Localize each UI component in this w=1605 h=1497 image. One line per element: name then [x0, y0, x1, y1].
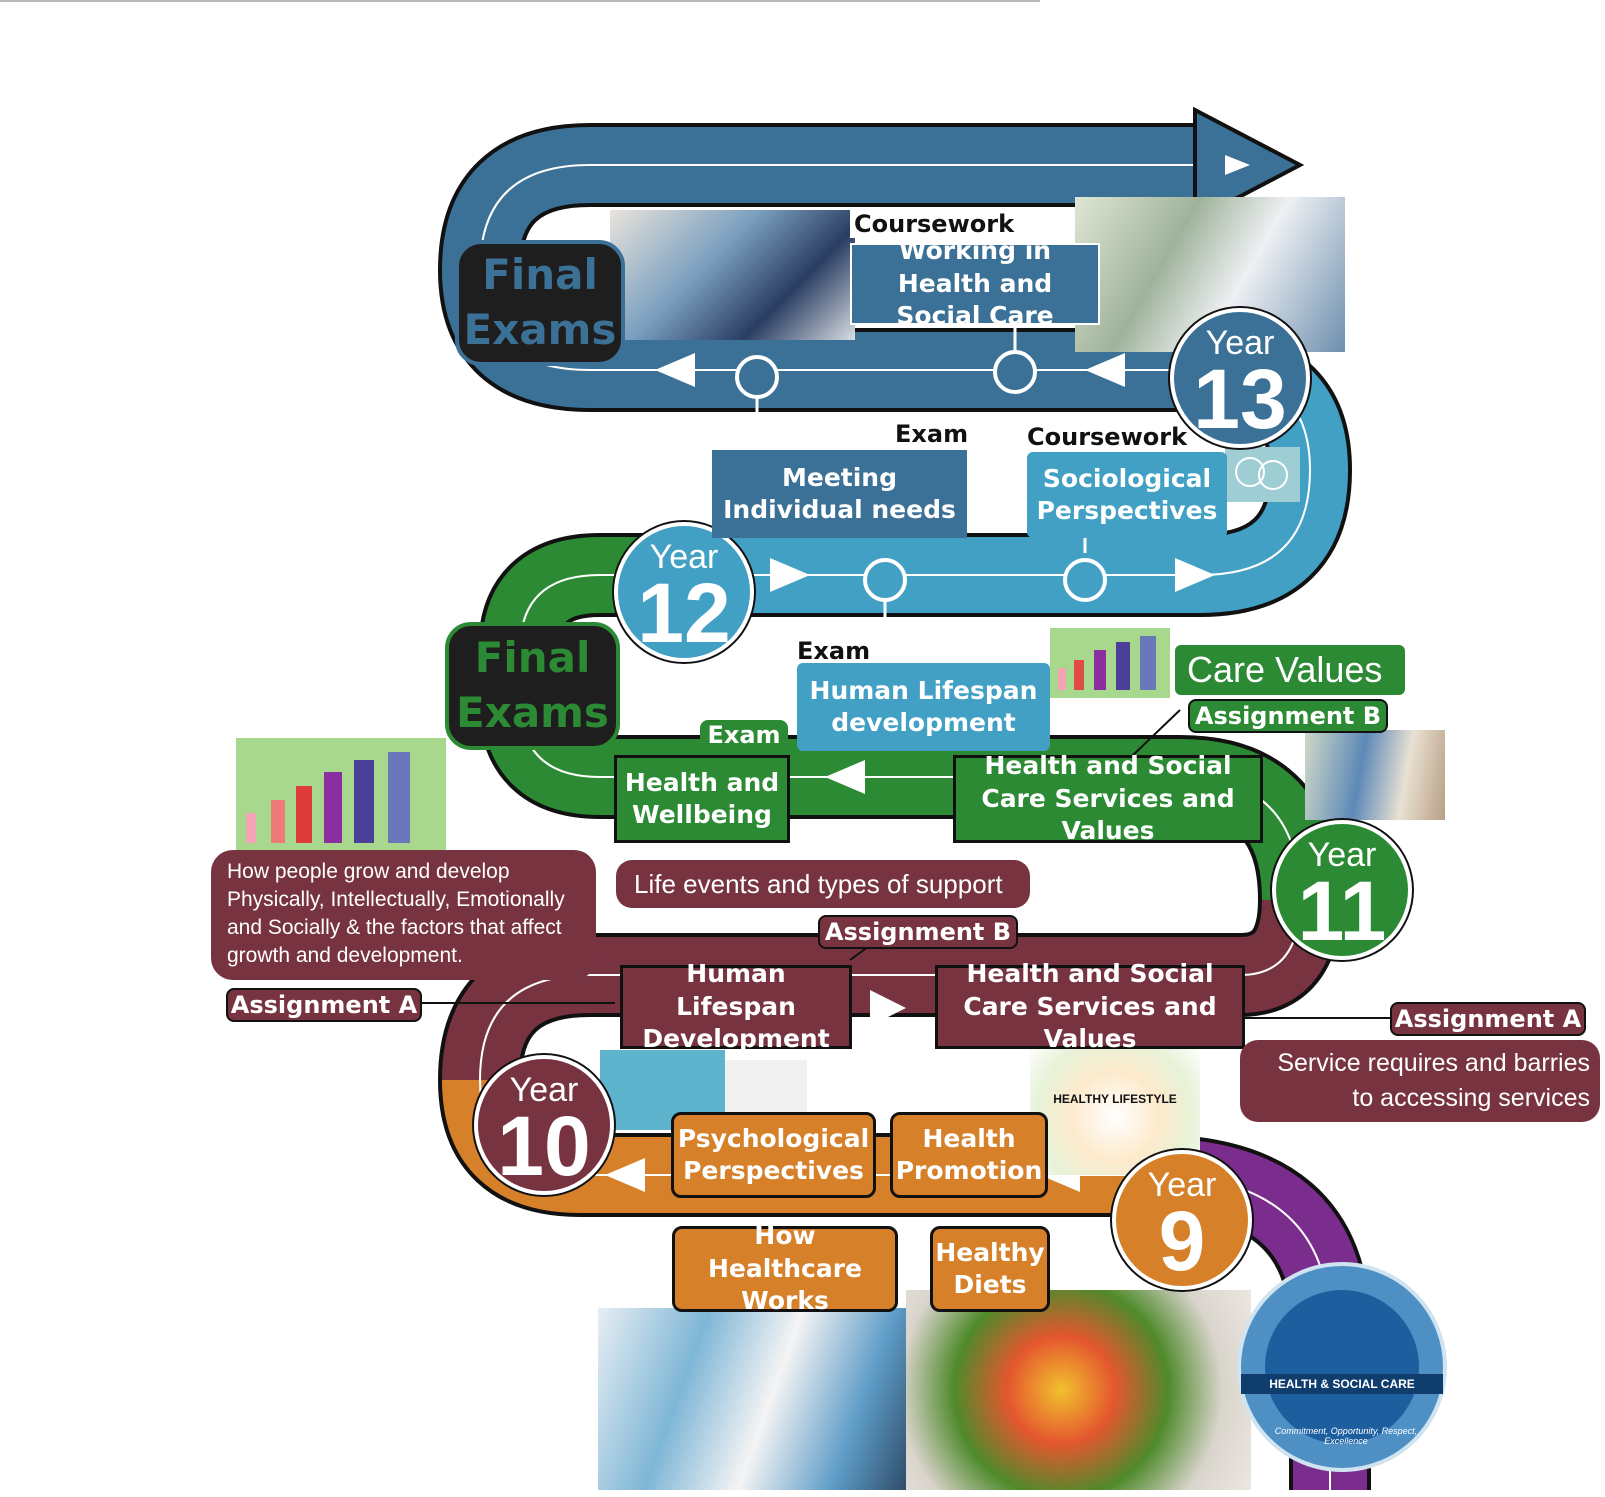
year9-circle: Year 9	[1112, 1150, 1252, 1290]
year9-word: Year	[1147, 1166, 1217, 1204]
life-stages-image-small	[1050, 628, 1170, 698]
arrow-left-11	[825, 760, 865, 794]
healthy-lifestyle-text: HEALTHY LIFESTYLE	[1053, 1092, 1177, 1106]
healthcare-team-photo	[610, 210, 855, 340]
arrow-right-10	[870, 990, 906, 1026]
grow-develop-note: How people grow and develop Physically, …	[211, 850, 596, 980]
health-social-care-logo: HEALTH & SOCIAL CARE Commitment, Opportu…	[1237, 1262, 1447, 1472]
final-exams-mid-line2: Exams	[456, 688, 609, 737]
how-healthcare-works-box: How Healthcare Works	[672, 1221, 898, 1315]
top-rule	[0, 0, 1040, 2]
year13-circle: Year 13	[1170, 308, 1310, 448]
care-values-box: Care Values	[1175, 645, 1405, 695]
milestone-13b	[993, 350, 1037, 394]
sociological-perspectives-box: Sociological Perspectives	[1027, 452, 1227, 538]
milestone-12b	[1063, 558, 1107, 602]
logo-motto: Commitment, Opportunity, Respect, Excell…	[1274, 1426, 1418, 1446]
meeting-individual-needs-box: Meeting Individual needs	[712, 450, 967, 538]
doctors-photo	[598, 1308, 906, 1490]
year13-word: Year	[1205, 324, 1275, 362]
year12-number: 12	[637, 566, 731, 660]
year10-word: Year	[509, 1071, 579, 1109]
assignment-b-11: Assignment B	[1188, 699, 1388, 733]
brain-icon-image	[1225, 447, 1300, 502]
assignment-a-right: Assignment A	[1390, 1002, 1586, 1036]
life-stages-image-large	[236, 738, 446, 853]
exam-label-13: Exam	[895, 420, 969, 448]
year11-number: 11	[1297, 864, 1387, 958]
health-promotion-box: Health Promotion	[890, 1112, 1048, 1198]
year10-circle: Year 10	[474, 1055, 614, 1195]
milestone-12a	[863, 558, 907, 602]
year13-number: 13	[1193, 352, 1287, 446]
healthy-diets-box: Healthy Diets	[930, 1226, 1050, 1312]
hsc-services-values-11-box: Health and Social Care Services and Valu…	[953, 751, 1263, 845]
arrow-left-13a	[1085, 353, 1125, 387]
health-wellbeing-box: Health and Wellbeing	[614, 755, 790, 843]
exam-label-12: Exam	[797, 637, 871, 665]
final-exams-mid-line1: Final	[474, 633, 591, 683]
arrow-left-9b	[605, 1158, 645, 1192]
working-in-hsc-box: Working in Health and Social Care	[850, 236, 1100, 330]
carer-photo	[1305, 730, 1445, 820]
year11-word: Year	[1307, 836, 1377, 874]
life-events-note: Life events and types of support	[616, 860, 1030, 908]
year10-number: 10	[497, 1099, 591, 1193]
final-exams-top-line2: Exams	[463, 305, 617, 354]
year11-circle: Year 11	[1272, 820, 1412, 960]
human-lifespan-12-box: Human Lifespan development	[797, 663, 1050, 751]
exam-tag-11: Exam	[700, 720, 788, 752]
year12-word: Year	[649, 538, 719, 576]
final-exams-top-line1: Final	[482, 250, 598, 300]
arrow-left-13b	[655, 353, 695, 387]
coursework-label-13: Coursework	[1027, 423, 1188, 451]
barriers-note: Service requires and barries to accessin…	[1240, 1040, 1600, 1122]
arrow-right-12b	[1175, 558, 1215, 592]
human-lifespan-10-box: Human Lifespan Development	[620, 959, 852, 1053]
year12-circle: Year 12	[614, 522, 754, 662]
logo-title: HEALTH & SOCIAL CARE	[1241, 1374, 1443, 1394]
year9-number: 9	[1158, 1194, 1206, 1288]
coursework-label-top: Coursework	[850, 210, 1019, 238]
hsc-services-values-10-box: Health and Social Care Services and Valu…	[935, 959, 1245, 1053]
arrow-right-12a	[770, 558, 810, 592]
salad-photo	[906, 1290, 1251, 1490]
assignment-b-10: Assignment B	[818, 915, 1018, 949]
psychological-perspectives-box: Psychological Perspectives	[671, 1112, 876, 1198]
milestone-13a	[735, 355, 779, 399]
assignment-a-left: Assignment A	[226, 988, 422, 1022]
